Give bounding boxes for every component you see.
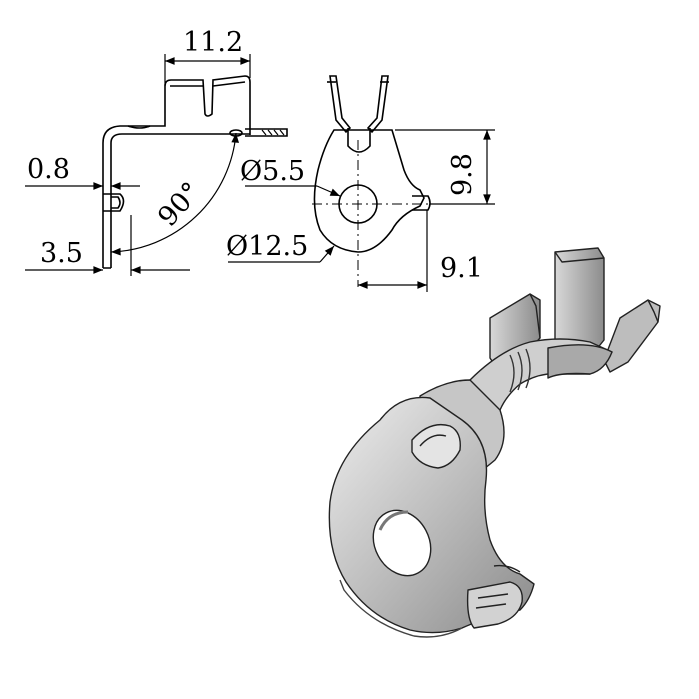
dim-hole-diameter: Ø5.5 [240, 156, 305, 187]
dim-width-top: 11.2 [183, 27, 243, 58]
dim-bend-offset: 3.5 [40, 238, 83, 269]
dim-thickness: 0.8 [27, 154, 70, 185]
dim-offset-right: 9.1 [440, 253, 483, 284]
dim-ring-diameter: Ø12.5 [226, 231, 308, 262]
front-view: 9.8 9.1 Ø5.5 Ø12.5 [226, 75, 495, 292]
isometric-view [328, 247, 661, 638]
dim-bend-angle: 90° [152, 176, 207, 232]
dim-height-right: 9.8 [447, 153, 478, 196]
